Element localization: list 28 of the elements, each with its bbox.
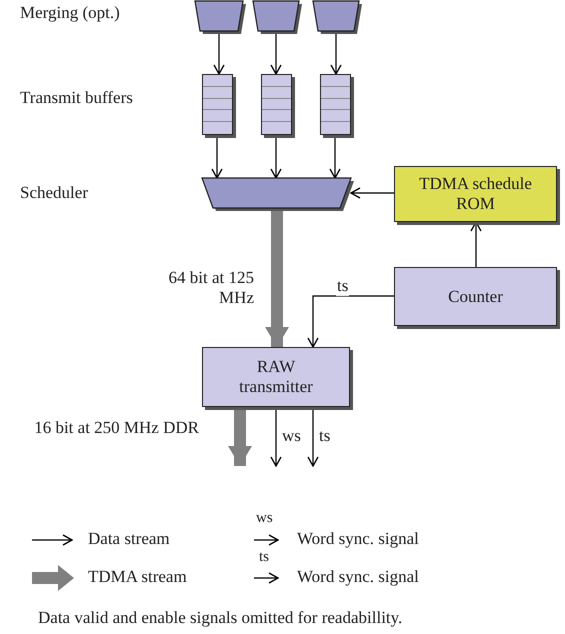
trapezoid-block [202,178,351,208]
stage-label: Scheduler [20,183,88,204]
trapezoid-block [313,1,359,31]
legend-text: Word sync. signal [297,567,419,588]
arrow [350,187,394,199]
thick-arrow [228,407,252,466]
buffer-stack [261,74,292,135]
arrow [270,135,282,179]
process-box: RAW transmitter [202,347,350,407]
signal-label: ts [259,548,270,566]
arrow [211,135,223,179]
process-box: TDMA schedule ROM [394,166,557,222]
buffer-stack [320,74,351,135]
arrow [307,407,319,467]
stage-label: Merging (opt.) [20,3,120,24]
stage-label: Transmit buffers [20,88,133,108]
note: Data valid and enable signals omitted for readabillity. [38,608,402,628]
signal-label: ws [256,509,273,527]
buffer-stack [202,74,233,135]
legend-text: Data stream [88,529,170,550]
legend-text: TDMA stream [88,567,187,588]
arrow [307,295,394,348]
trapezoid-block [195,1,243,31]
arrow [270,407,282,467]
process-box: Counter [394,267,557,326]
trapezoid-block [253,1,299,31]
arrow [329,135,341,179]
legend-text: Word sync. signal [297,529,419,550]
